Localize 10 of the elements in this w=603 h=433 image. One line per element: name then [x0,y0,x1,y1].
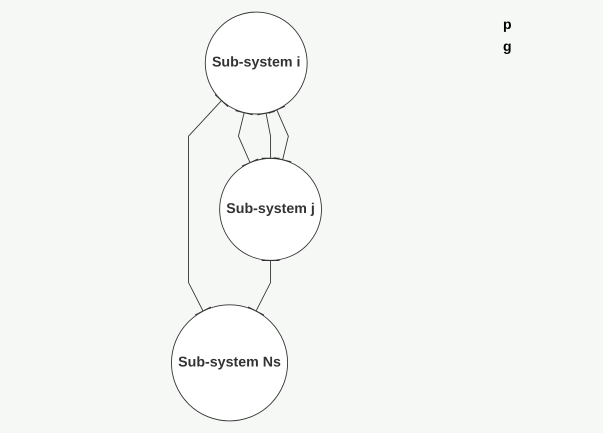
subsystem-circle: Sub-system j [219,158,322,261]
connector-line [188,94,229,316]
port-label: g [503,38,513,54]
connector-line [247,260,280,316]
subsystem-circle: Sub-system Ns [171,304,288,422]
subsystem-circle: Sub-system i [204,12,308,114]
port-label: p [503,16,513,32]
connector-line [256,110,280,160]
connector-line [268,105,292,163]
connector-line [234,110,259,167]
